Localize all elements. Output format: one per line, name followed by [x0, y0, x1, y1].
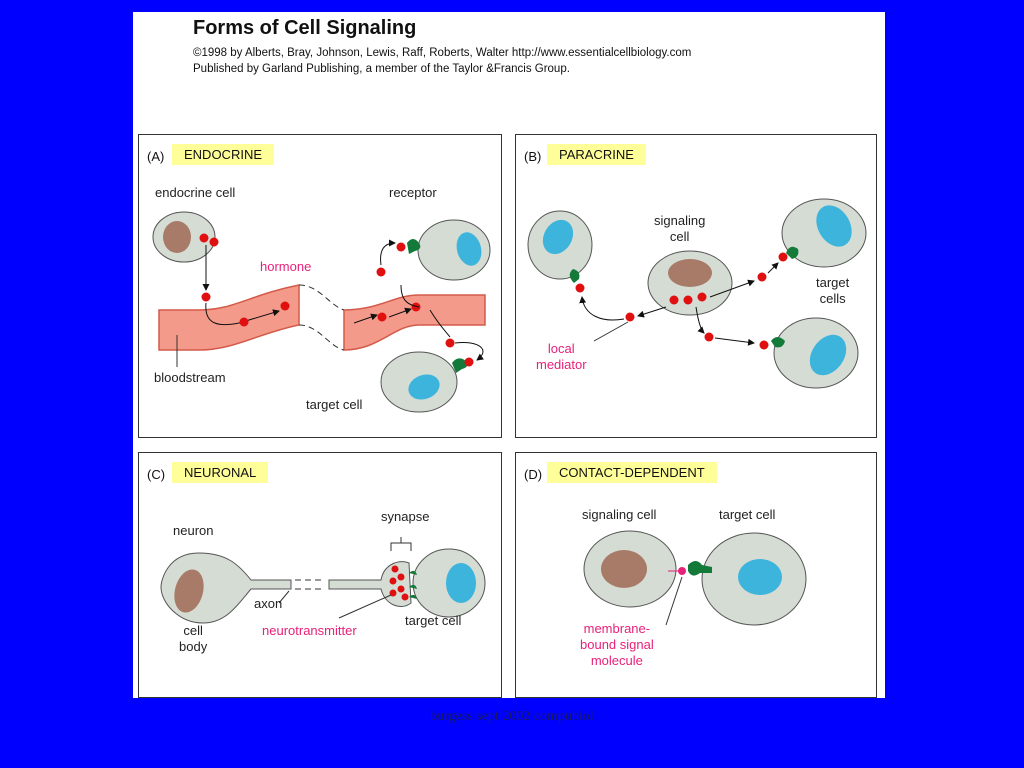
bloodstream-segment-left [158, 284, 300, 351]
label-contact-target-cell: target cell [719, 507, 776, 522]
contact-signaling-nucleus [601, 550, 647, 588]
neuronal-diagram [160, 537, 486, 624]
panel-b-title: PARACRINE [547, 144, 646, 165]
label-receptor: receptor [389, 185, 437, 200]
membrane-bound-signal-molecule [678, 567, 686, 575]
paracrine-signaling-nucleus [668, 259, 712, 287]
target-nucleus-lower [408, 374, 440, 400]
receptor-lower [452, 358, 468, 373]
label-paracrine-target-cells: target cells [816, 275, 850, 306]
label-target-cell: target cell [306, 397, 363, 412]
figure-sheet: Forms of Cell Signaling ©1998 by Alberts… [133, 12, 885, 698]
panel-c-title: NEURONAL [172, 462, 269, 483]
neuron-nucleus [174, 569, 204, 613]
local-mediator-molecule [625, 312, 635, 322]
footer-credit: burgess sept 2002 compubiol [430, 709, 594, 724]
panel-a-letter: (A) [147, 149, 165, 164]
label-cell-body: cell body [179, 623, 208, 654]
contact-diagram [583, 530, 807, 626]
axon-terminal [328, 561, 412, 607]
receptor-upper [407, 239, 421, 254]
panel-contact-dependent: (D) CONTACT-DEPENDENT signaling cell tar… [515, 452, 877, 698]
panel-neuronal: (C) NEURONAL neuron synapse axon cell bo… [138, 452, 502, 698]
label-neuron: neuron [173, 523, 214, 538]
panel-c-letter: (C) [147, 467, 166, 482]
panel-d-letter: (D) [524, 467, 543, 482]
bloodstream-segment-right [343, 294, 486, 351]
label-neurotransmitter: neurotransmitter [262, 623, 357, 638]
label-axon: axon [254, 596, 283, 611]
panel-paracrine: (B) PARACRINE signaling cell target cell… [515, 134, 877, 438]
paracrine-receptor-upper-right [786, 246, 799, 259]
label-hormone: hormone [260, 259, 312, 274]
endocrine-nucleus [163, 221, 191, 253]
label-bloodstream: bloodstream [154, 370, 226, 385]
target-nucleus-upper [456, 232, 482, 266]
synapse-bracket [390, 537, 412, 551]
paracrine-diagram [527, 198, 867, 389]
credit-line-1: ©1998 by Alberts, Bray, Johnson, Lewis, … [193, 47, 692, 59]
label-synapse: synapse [381, 509, 430, 524]
figure-title: Forms of Cell Signaling [193, 17, 417, 39]
label-neuronal-target-cell: target cell [405, 613, 462, 628]
label-contact-signaling-cell: signaling cell [582, 507, 657, 522]
contact-receptor [688, 561, 712, 576]
panel-endocrine: (A) ENDOCRINE endocrine cell receptor ho… [138, 134, 502, 438]
label-endocrine-cell: endocrine cell [155, 185, 236, 200]
paracrine-receptor-left [569, 269, 580, 283]
label-paracrine-signaling-cell: signaling cell [654, 213, 706, 244]
panel-a-title: ENDOCRINE [172, 144, 275, 165]
hormone-molecule [201, 292, 211, 302]
label-local-mediator: local mediator [536, 341, 587, 372]
panel-b-letter: (B) [524, 149, 542, 164]
endocrine-diagram [152, 211, 491, 413]
paracrine-receptor-lower-right [771, 337, 785, 348]
panel-d-title: CONTACT-DEPENDENT [547, 462, 717, 483]
label-membrane-bound-signal: membrane- bound signal molecule [580, 621, 654, 668]
credit-line-2: Published by Garland Publishing, a membe… [193, 63, 570, 75]
